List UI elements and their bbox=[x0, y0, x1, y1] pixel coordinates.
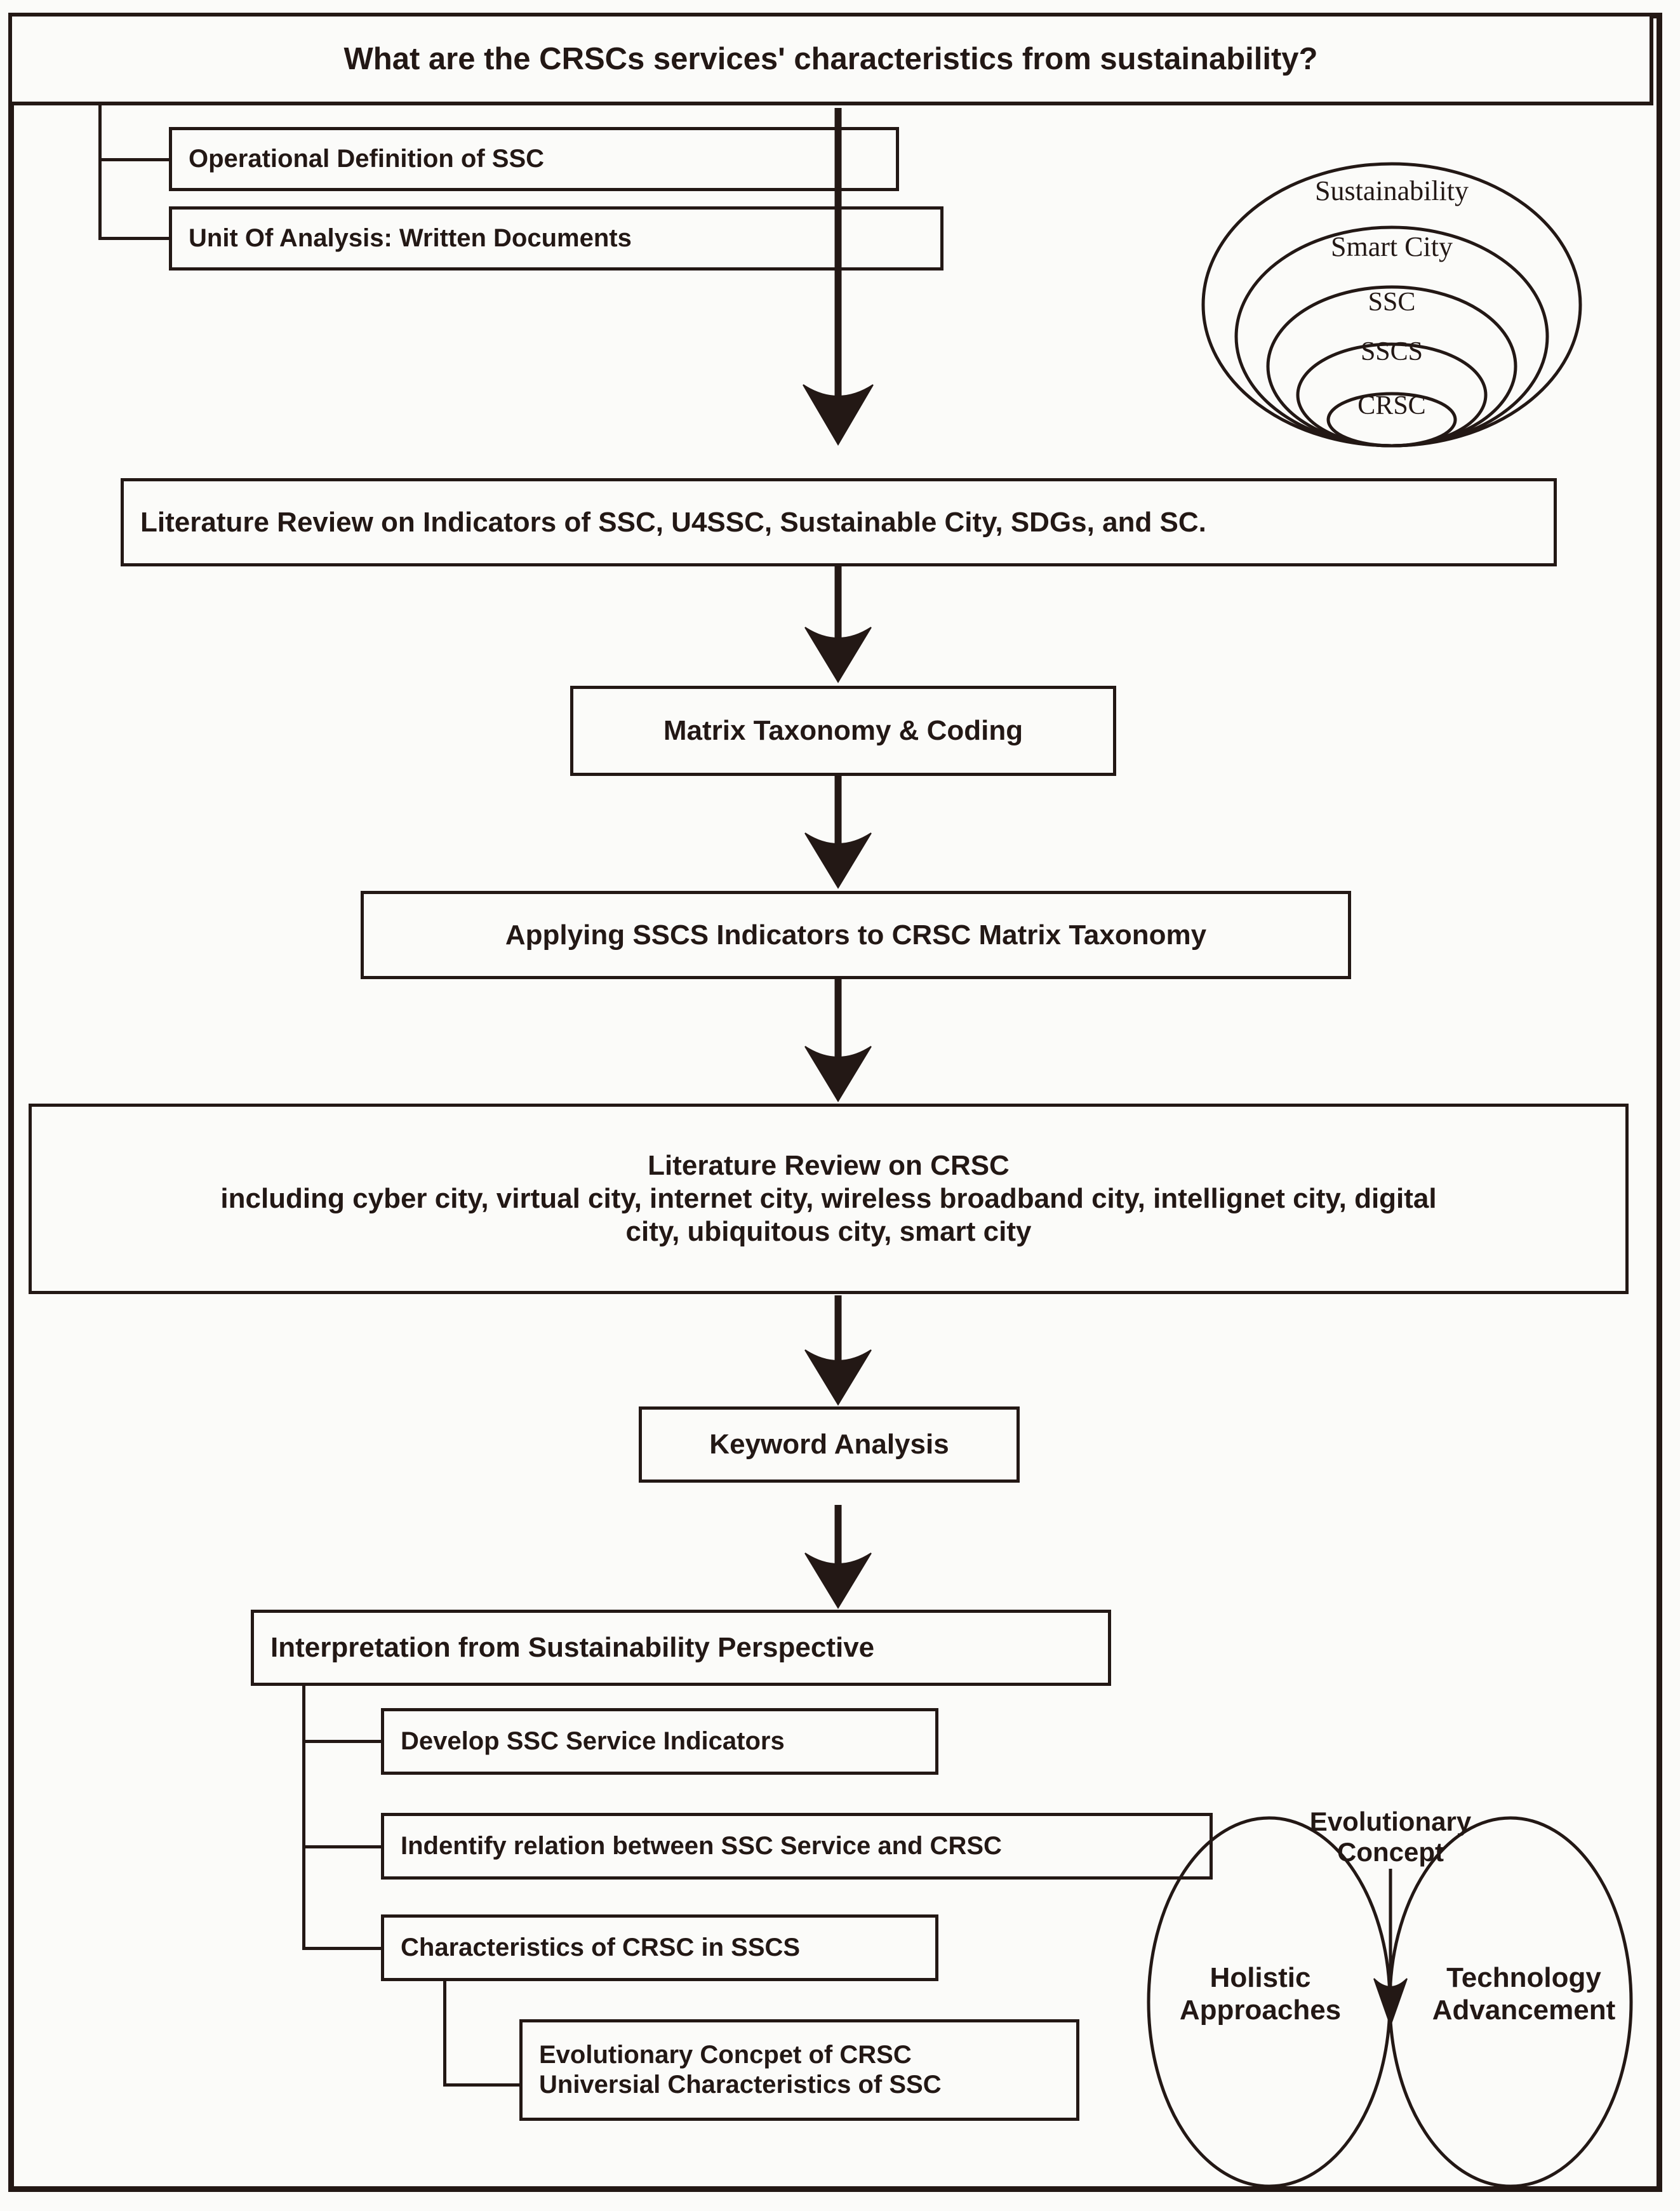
box-literature-review-indicators: Literature Review on Indicators of SSC, … bbox=[121, 478, 1557, 566]
box-evolutionary-concept-crsc-line2: Universial Characteristics of SSC bbox=[539, 2071, 942, 2099]
venn-label-holistic-line2: Approaches bbox=[1179, 1994, 1342, 2026]
box-characteristics-crsc-sscs-label: Characteristics of CRSC in SSCS bbox=[401, 1933, 801, 1961]
box-keyword-analysis-label: Keyword Analysis bbox=[709, 1429, 949, 1460]
venn-label-technology-advancement: Technology Advancement bbox=[1432, 1962, 1616, 2026]
ellipse-label-smart-city: Smart City bbox=[1331, 231, 1453, 262]
box-develop-ssc-indicators: Develop SSC Service Indicators bbox=[381, 1708, 938, 1775]
box-literature-review-indicators-label: Literature Review on Indicators of SSC, … bbox=[140, 506, 1206, 538]
outcome-branch-stub-3 bbox=[302, 1947, 383, 1950]
venn-label-holistic-line1: Holistic bbox=[1210, 1962, 1311, 1993]
venn-annotation-line1: Evolutionary bbox=[1309, 1807, 1472, 1836]
definition-branch-trunk bbox=[98, 105, 102, 240]
venn-annotation-label: Evolutionary Concept bbox=[1310, 1807, 1471, 1868]
box-keyword-analysis: Keyword Analysis bbox=[639, 1406, 1020, 1483]
box-unit-of-analysis-label: Unit Of Analysis: Written Documents bbox=[189, 224, 632, 252]
venn-label-holistic-approaches: Holistic Approaches bbox=[1180, 1962, 1341, 2026]
ellipse-label-sustainability: Sustainability bbox=[1315, 175, 1469, 206]
box-applying-sscs-indicators: Applying SSCS Indicators to CRSC Matrix … bbox=[361, 891, 1351, 979]
box-literature-review-crsc-line2: including cyber city, virtual city, inte… bbox=[220, 1183, 1437, 1215]
box-matrix-taxonomy: Matrix Taxonomy & Coding bbox=[570, 686, 1116, 776]
box-interpretation-sustainability-label: Interpretation from Sustainability Persp… bbox=[270, 1632, 875, 1664]
venn-annotation-line2: Concept bbox=[1337, 1837, 1444, 1867]
final-branch-stub bbox=[443, 2083, 521, 2087]
outcome-branch-stub-1 bbox=[302, 1740, 383, 1743]
box-literature-review-crsc-line3: city, ubiquitous city, smart city bbox=[625, 1215, 1032, 1247]
ellipse-label-sscs: SSCS bbox=[1360, 337, 1423, 366]
box-identify-relation-label: Indentify relation between SSC Service a… bbox=[401, 1831, 1002, 1860]
venn-label-technology-line1: Technology bbox=[1446, 1962, 1601, 1993]
final-branch-trunk bbox=[443, 1981, 446, 2087]
research-question-box: What are the CRSCs services' characteris… bbox=[8, 13, 1653, 105]
definition-branch-stub-1 bbox=[98, 158, 171, 161]
box-interpretation-sustainability: Interpretation from Sustainability Persp… bbox=[251, 1610, 1111, 1686]
box-identify-relation: Indentify relation between SSC Service a… bbox=[381, 1813, 1213, 1880]
box-operational-definition-label: Operational Definition of SSC bbox=[189, 144, 545, 173]
definition-branch-stub-2 bbox=[98, 237, 171, 240]
box-matrix-taxonomy-label: Matrix Taxonomy & Coding bbox=[663, 715, 1023, 747]
box-unit-of-analysis: Unit Of Analysis: Written Documents bbox=[169, 206, 943, 271]
box-literature-review-crsc-line1: Literature Review on CRSC bbox=[648, 1150, 1010, 1182]
ellipse-label-ssc: SSC bbox=[1368, 288, 1416, 317]
box-applying-sscs-indicators-label: Applying SSCS Indicators to CRSC Matrix … bbox=[505, 919, 1207, 951]
box-evolutionary-concept-crsc: Evolutionary Concpet of CRSC Universial … bbox=[519, 2019, 1079, 2121]
box-develop-ssc-indicators-label: Develop SSC Service Indicators bbox=[401, 1727, 785, 1755]
outcome-branch-stub-2 bbox=[302, 1845, 383, 1848]
box-characteristics-crsc-sscs: Characteristics of CRSC in SSCS bbox=[381, 1914, 938, 1981]
box-literature-review-crsc: Literature Review on CRSC including cybe… bbox=[29, 1104, 1629, 1294]
ellipse-label-crsc: CRSC bbox=[1357, 391, 1426, 420]
venn-label-technology-line2: Advancement bbox=[1432, 1994, 1616, 2026]
box-evolutionary-concept-crsc-line1: Evolutionary Concpet of CRSC bbox=[539, 2040, 912, 2069]
outcome-branch-trunk bbox=[302, 1686, 305, 1950]
research-question-text: What are the CRSCs services' characteris… bbox=[343, 42, 1318, 76]
box-operational-definition: Operational Definition of SSC bbox=[169, 127, 899, 191]
